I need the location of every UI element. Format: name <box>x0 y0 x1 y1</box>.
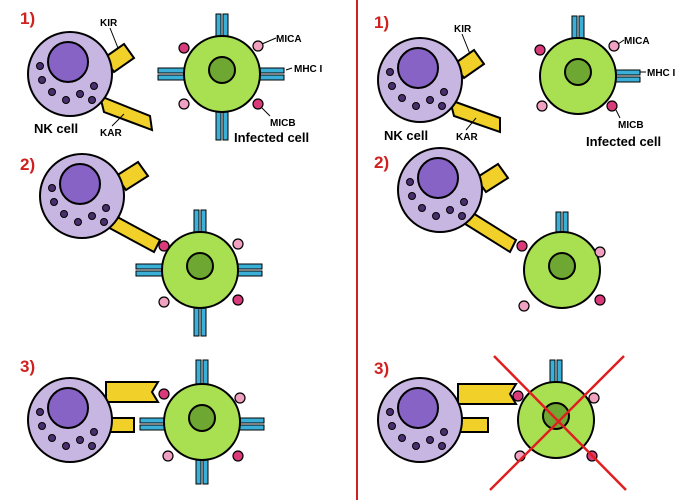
infected-cell-label: Infected cell <box>586 134 661 149</box>
right-step-2: 2) <box>374 147 606 312</box>
step-number: 2) <box>20 155 35 174</box>
left-step-3: 3) <box>20 357 265 485</box>
right-panel: 1) KIR KAR NK cell MICA MHC I MICB Infec… <box>374 13 676 491</box>
micb-label: MICB <box>270 118 296 129</box>
infected-cell <box>183 35 261 113</box>
right-step-1: 1) KIR KAR NK cell MICA MHC I MICB Infec… <box>374 13 676 149</box>
mica-pointer <box>261 37 277 45</box>
mhc-pointer <box>285 67 293 71</box>
kir-pointer <box>461 33 471 55</box>
mica-ligand <box>178 98 190 110</box>
nk-cell <box>397 147 483 233</box>
kir-label: KIR <box>454 24 472 35</box>
mica-ligand <box>594 246 606 258</box>
mhc-i-label: MHC I <box>294 64 323 75</box>
mhc-i-molecule <box>193 307 207 337</box>
infected-cell <box>539 37 617 115</box>
kar-receptor <box>448 98 501 134</box>
kir-receptor <box>459 417 489 433</box>
micb-ligand <box>534 44 546 56</box>
mica-ligand <box>252 40 264 52</box>
kir-label: KIR <box>100 18 118 29</box>
mica-ligand <box>158 296 170 308</box>
micb-ligand <box>252 98 264 110</box>
micb-ligand <box>594 294 606 306</box>
mhc-i-molecule <box>215 111 229 141</box>
micb-ligand <box>512 390 524 402</box>
nk-cell <box>27 377 113 463</box>
nk-cell <box>39 153 125 239</box>
nk-cell-label: NK cell <box>384 128 428 143</box>
kar-receptor <box>98 94 154 132</box>
mica-label: MICA <box>276 34 302 45</box>
micb-pointer <box>615 109 621 119</box>
mhc-i-molecule <box>135 263 165 277</box>
kir-pointer <box>109 27 119 49</box>
step-number: 3) <box>374 359 389 378</box>
micb-ligand <box>606 100 618 112</box>
step-number: 1) <box>20 9 35 28</box>
nk-cell <box>27 31 113 117</box>
micb-ligand <box>158 240 170 252</box>
mica-ligand <box>608 40 620 52</box>
micb-label: MICB <box>618 120 644 131</box>
cell-death-cross <box>489 355 625 491</box>
mica-ligand <box>536 100 548 112</box>
step-number: 2) <box>374 153 389 172</box>
step-number: 1) <box>374 13 389 32</box>
micb-ligand <box>178 42 190 54</box>
cell-death-cross <box>493 355 627 491</box>
micb-ligand <box>516 240 528 252</box>
mica-ligand <box>588 392 600 404</box>
mica-ligand <box>162 450 174 462</box>
mica-ligand <box>234 392 246 404</box>
micb-pointer <box>261 107 271 117</box>
infected-cell-label: Infected cell <box>234 130 309 145</box>
right-step-3: 3) <box>374 355 627 491</box>
nk-cell-label: NK cell <box>34 121 78 136</box>
mica-ligand <box>232 238 244 250</box>
left-step-2: 2) <box>20 153 263 337</box>
step-number: 3) <box>20 357 35 376</box>
infected-cell <box>161 231 239 309</box>
micb-ligand <box>232 294 244 306</box>
kar-receptor <box>105 381 160 403</box>
mhc-i-label: MHC I <box>647 68 676 79</box>
mica-label: MICA <box>624 36 650 47</box>
mica-ligand <box>518 300 530 312</box>
micb-ligand <box>232 450 244 462</box>
nk-cell <box>377 377 463 463</box>
infected-cell <box>163 383 241 461</box>
kar-pointer <box>465 117 477 131</box>
kar-label: KAR <box>456 132 478 143</box>
kar-pointer <box>111 113 125 127</box>
kar-label: KAR <box>100 128 122 139</box>
infected-cell <box>523 231 601 309</box>
micb-ligand <box>158 388 170 400</box>
left-panel: 1) KIR KAR NK cell MICA MHC I <box>20 9 323 485</box>
kar-receptor <box>457 383 518 405</box>
mica-pointer <box>617 39 625 45</box>
left-step-1: 1) KIR KAR NK cell MICA MHC I <box>20 9 323 145</box>
mhc-i-molecule <box>157 67 187 81</box>
nk-cell <box>377 37 463 123</box>
